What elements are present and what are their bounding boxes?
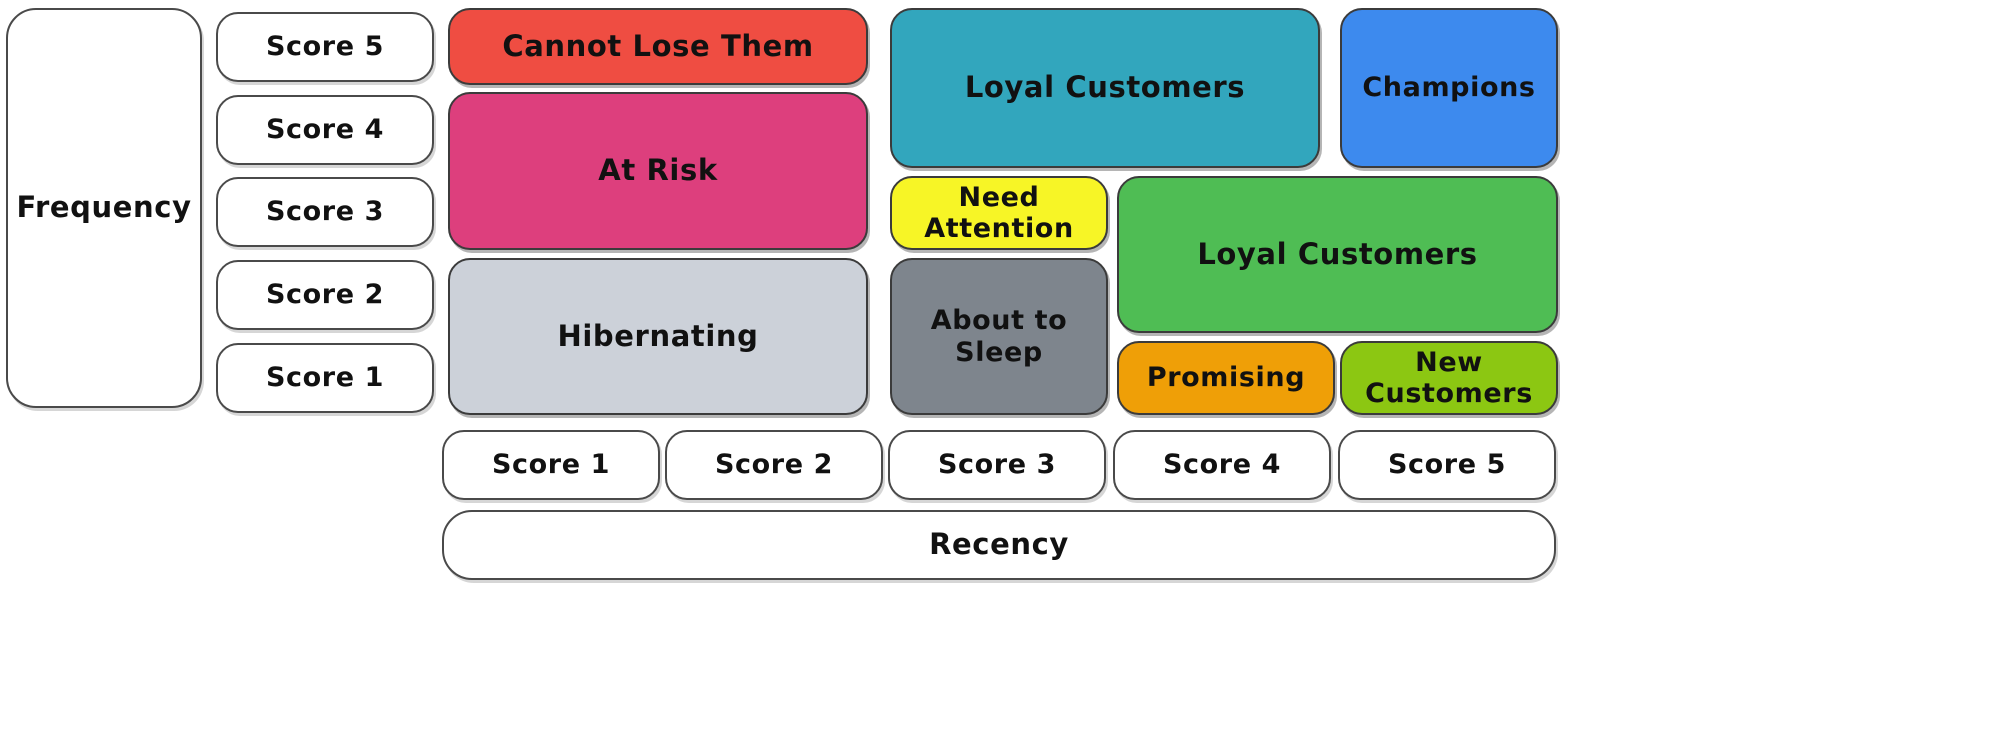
recency-score-5-label: Score 5: [1338, 430, 1556, 500]
frequency-score-2-label: Score 2: [216, 260, 434, 330]
recency-score-2-label: Score 2: [665, 430, 883, 500]
recency-axis-label: Recency: [442, 510, 1556, 580]
frequency-score-1-label: Score 1: [216, 343, 434, 413]
frequency-score-3-label: Score 3: [216, 177, 434, 247]
frequency-axis-label: Frequency: [6, 8, 202, 408]
frequency-score-5-label: Score 5: [216, 12, 434, 82]
segment-new-customers[interactable]: New Customers: [1340, 341, 1558, 415]
segment-about-to-sleep[interactable]: About to Sleep: [890, 258, 1108, 415]
segment-promising[interactable]: Promising: [1117, 341, 1335, 415]
recency-score-4-label: Score 4: [1113, 430, 1331, 500]
frequency-score-4-label: Score 4: [216, 95, 434, 165]
segment-loyal-customers-teal[interactable]: Loyal Customers: [890, 8, 1320, 168]
segment-loyal-customers-green[interactable]: Loyal Customers: [1117, 176, 1558, 333]
segment-need-attention[interactable]: Need Attention: [890, 176, 1108, 250]
segment-champions[interactable]: Champions: [1340, 8, 1558, 168]
segment-cannot-lose-them[interactable]: Cannot Lose Them: [448, 8, 868, 85]
recency-score-1-label: Score 1: [442, 430, 660, 500]
segment-hibernating[interactable]: Hibernating: [448, 258, 868, 415]
segment-at-risk[interactable]: At Risk: [448, 92, 868, 250]
recency-score-3-label: Score 3: [888, 430, 1106, 500]
